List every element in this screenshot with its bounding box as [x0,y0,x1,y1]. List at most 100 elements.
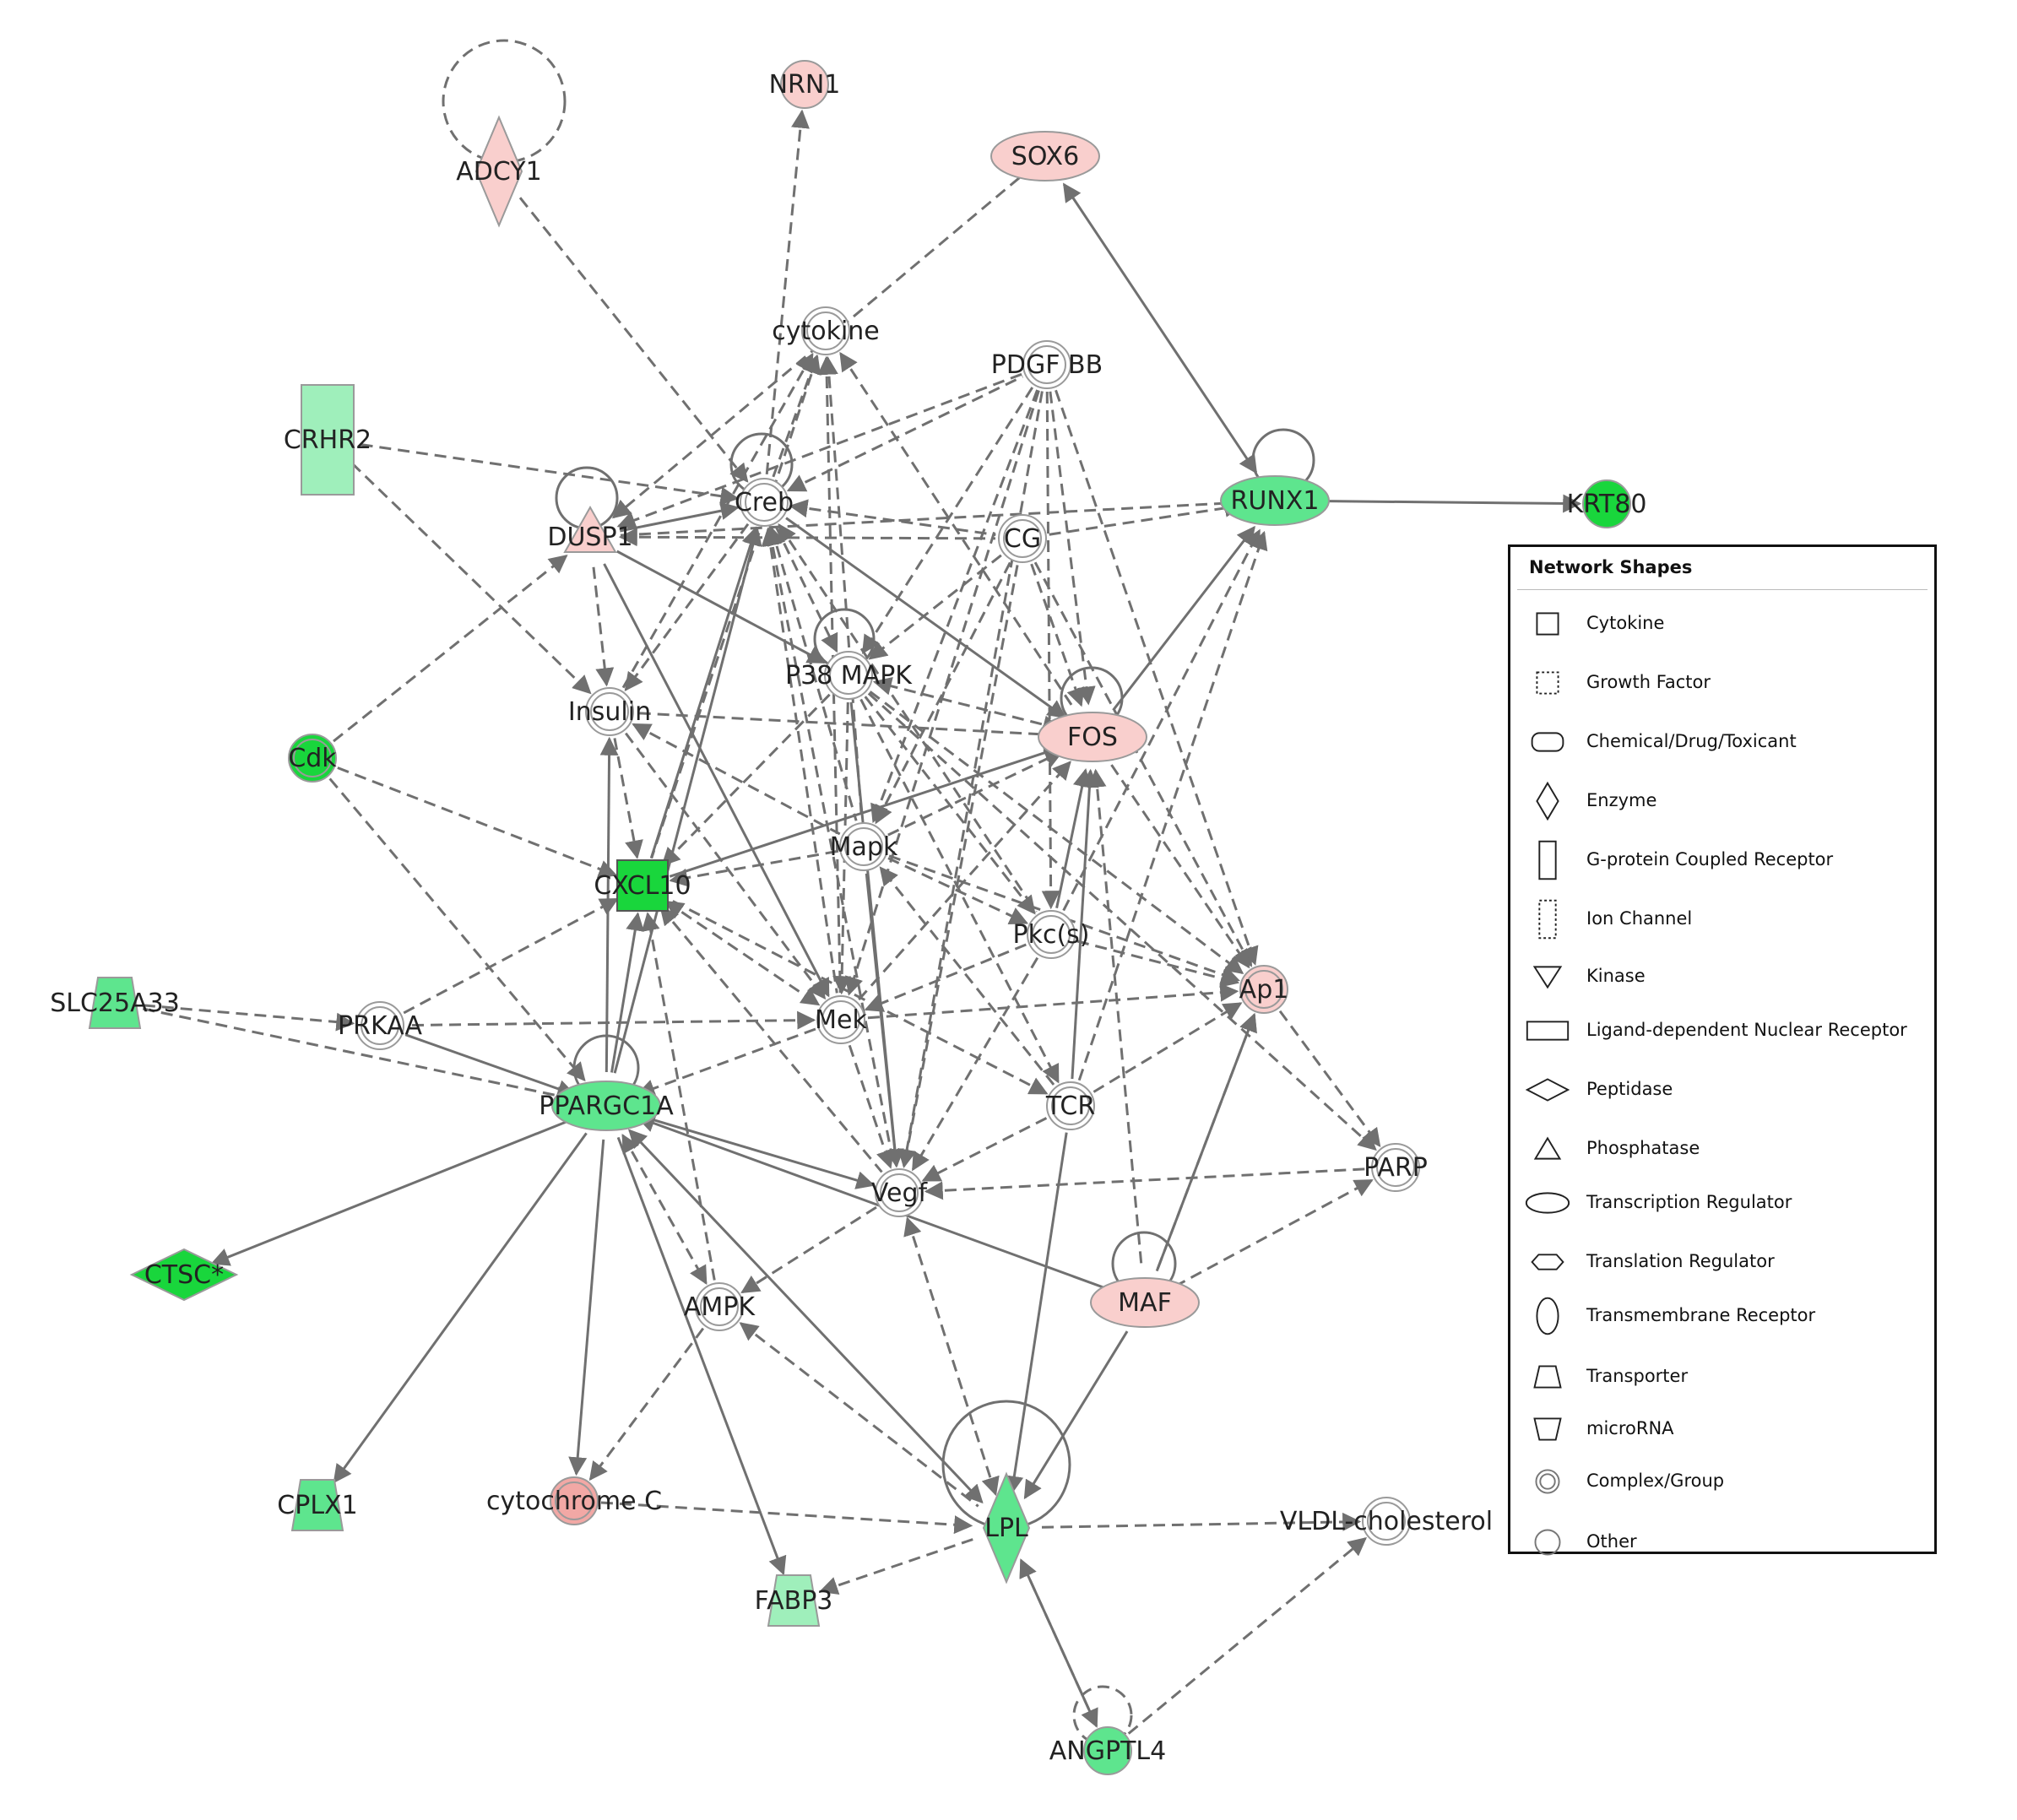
legend-item: Chemical/Drug/Toxicant [1510,721,1934,763]
edge-ANGPTL4-LPL [1019,1558,1098,1727]
dotted-tall-rect-icon [1538,899,1557,940]
node-Creb[interactable]: Creb [735,478,794,527]
node-shape-ellipse [1220,475,1330,526]
node-FABP3[interactable]: FABP3 [755,1574,833,1627]
diamond-icon [1536,781,1559,821]
node-Cdk[interactable]: Cdk [288,734,337,783]
node-ANGPTL4[interactable]: ANGPTL4 [1049,1726,1166,1775]
edge-CG-P38MAPK [868,554,1002,660]
node-CTSC[interactable]: CTSC* [129,1248,239,1302]
node-SLC25A33[interactable]: SLC25A33 [50,977,180,1029]
node-PPARGC1A[interactable]: PPARGC1A [539,1081,674,1131]
node-CXCL10[interactable]: CXCL10 [594,859,691,912]
node-cytochromeC[interactable]: cytochrome C [486,1476,662,1525]
node-shape-complex-inner [1003,519,1042,558]
edge-Pkcs-FOS [1055,767,1092,908]
legend-label: Ion Channel [1586,908,1693,929]
edge-AMPK-cytochromeC [588,1327,705,1481]
node-label: AMPK [684,1292,756,1322]
node-shape-wide-diamond [129,1248,239,1302]
node-Pkcs[interactable]: Pkc(s) [1013,910,1090,959]
edge-cytokine-Mapk [819,355,864,821]
node-label: LPL [984,1514,1028,1543]
edge-DUSP1-CG [618,528,996,547]
node-shape-complex-inner [745,483,783,522]
node-Vegf[interactable]: Vegf [871,1168,929,1217]
edge-MAF-PARP [1174,1178,1374,1288]
node-shape-trapezoid [767,1574,821,1627]
node-RUNX1[interactable]: RUNX1 [1220,475,1330,526]
edge-TCR-LPL [1005,1132,1068,1495]
edge-FOS-Ap1 [1110,764,1250,969]
node-shape-diamond [982,1471,1031,1584]
node-shape-circle [1083,1726,1132,1775]
node-shape-trapezoid [88,977,142,1029]
legend-label: Cytokine [1586,613,1665,633]
edge-P38MAPK-Pkcs [864,696,1036,915]
node-PARP[interactable]: PARP [1364,1143,1428,1192]
node-P38MAPK[interactable]: P38 MAPK [785,651,913,700]
node-ADCY1[interactable]: ADCY1 [456,115,542,228]
node-label: TCR [1045,1091,1095,1121]
node-SOX6[interactable]: SOX6 [990,131,1100,181]
node-DUSP1[interactable]: DUSP1 [547,505,633,553]
legend-item: Transcription Regulator [1510,1182,1934,1224]
node-CPLX1[interactable]: CPLX1 [277,1479,358,1531]
wide-diamond-icon [1525,1078,1570,1102]
node-shape-circle [780,60,829,109]
edge-SOX6-RUNX1 [1062,182,1258,474]
node-shape-complex-inner [700,1287,739,1326]
node-FOS[interactable]: FOS [1038,712,1147,762]
legend-item: Growth Factor [1510,662,1934,704]
legend-item: Cytokine [1510,603,1934,645]
edge-PPARGC1A-Creb [613,526,762,1074]
node-shape-complex-inner [555,1481,594,1520]
legend-label: Enzyme [1586,790,1657,810]
edge-cytokine-FOS [839,351,1076,710]
node-CRHR2[interactable]: CRHR2 [284,384,371,496]
node-LPL[interactable]: LPL [982,1471,1031,1584]
edge-DUSP1-Insulin [592,566,615,687]
node-VLDL[interactable]: VLDL-cholesterol [1280,1497,1493,1546]
node-shape-ellipse [551,1081,661,1131]
edge-FOS-P38MAPK [872,677,1062,734]
node-AMPK[interactable]: AMPK [684,1282,756,1331]
node-NRN1[interactable]: NRN1 [769,60,841,109]
legend-item: Enzyme [1510,780,1934,822]
edge-Ap1-PARP [1278,1010,1381,1148]
node-TCR[interactable]: TCR [1045,1081,1095,1130]
node-Ap1[interactable]: Ap1 [1239,965,1289,1014]
node-shape-ellipse [1038,712,1147,762]
legend-label: Translation Regulator [1586,1251,1775,1271]
edge-Cdk-PPARGC1A [328,777,586,1082]
node-MAF[interactable]: MAF [1090,1277,1200,1328]
node-label: FABP3 [755,1586,833,1616]
edge-P38MAPK-Ap1 [869,691,1244,975]
legend-item: Transmembrane Receptor [1510,1295,1934,1337]
legend-label: Transporter [1586,1366,1689,1386]
edge-P38MAPK-CXCL10 [661,693,831,867]
edge-PPARGC1A-cytochromeC [568,1139,605,1476]
edge-Mapk-FOS [887,750,1064,837]
node-PRKAA[interactable]: PRKAA [338,1001,422,1050]
node-label: PPARGC1A [539,1091,674,1121]
node-Mapk[interactable]: Mapk [830,822,898,871]
edge-FOS-RUNX1 [1112,525,1255,712]
edge-CG-RUNX1 [1049,499,1244,536]
node-CG[interactable]: CG [998,514,1047,563]
edge-Creb-cytokine [772,355,820,478]
node-shape-tall-rect [301,384,355,496]
edge-CXCL10-Mek [664,900,821,1006]
node-KRT80[interactable]: KRT80 [1567,479,1647,528]
node-label: P38 MAPK [785,661,913,691]
edge-cytokine-CXCL10 [650,355,821,859]
node-Insulin[interactable]: Insulin [568,687,651,736]
node-Mek[interactable]: Mek [815,995,867,1044]
edge-Mapk-Ap1 [888,854,1240,983]
node-PDGFBB[interactable]: PDGF BB [991,340,1103,389]
node-shape-trapezoid [290,1479,344,1531]
node-cytokine[interactable]: cytokine [772,306,880,355]
edge-PDGFBB-FOS [1049,391,1096,706]
node-shape-ellipse [1090,1277,1200,1328]
